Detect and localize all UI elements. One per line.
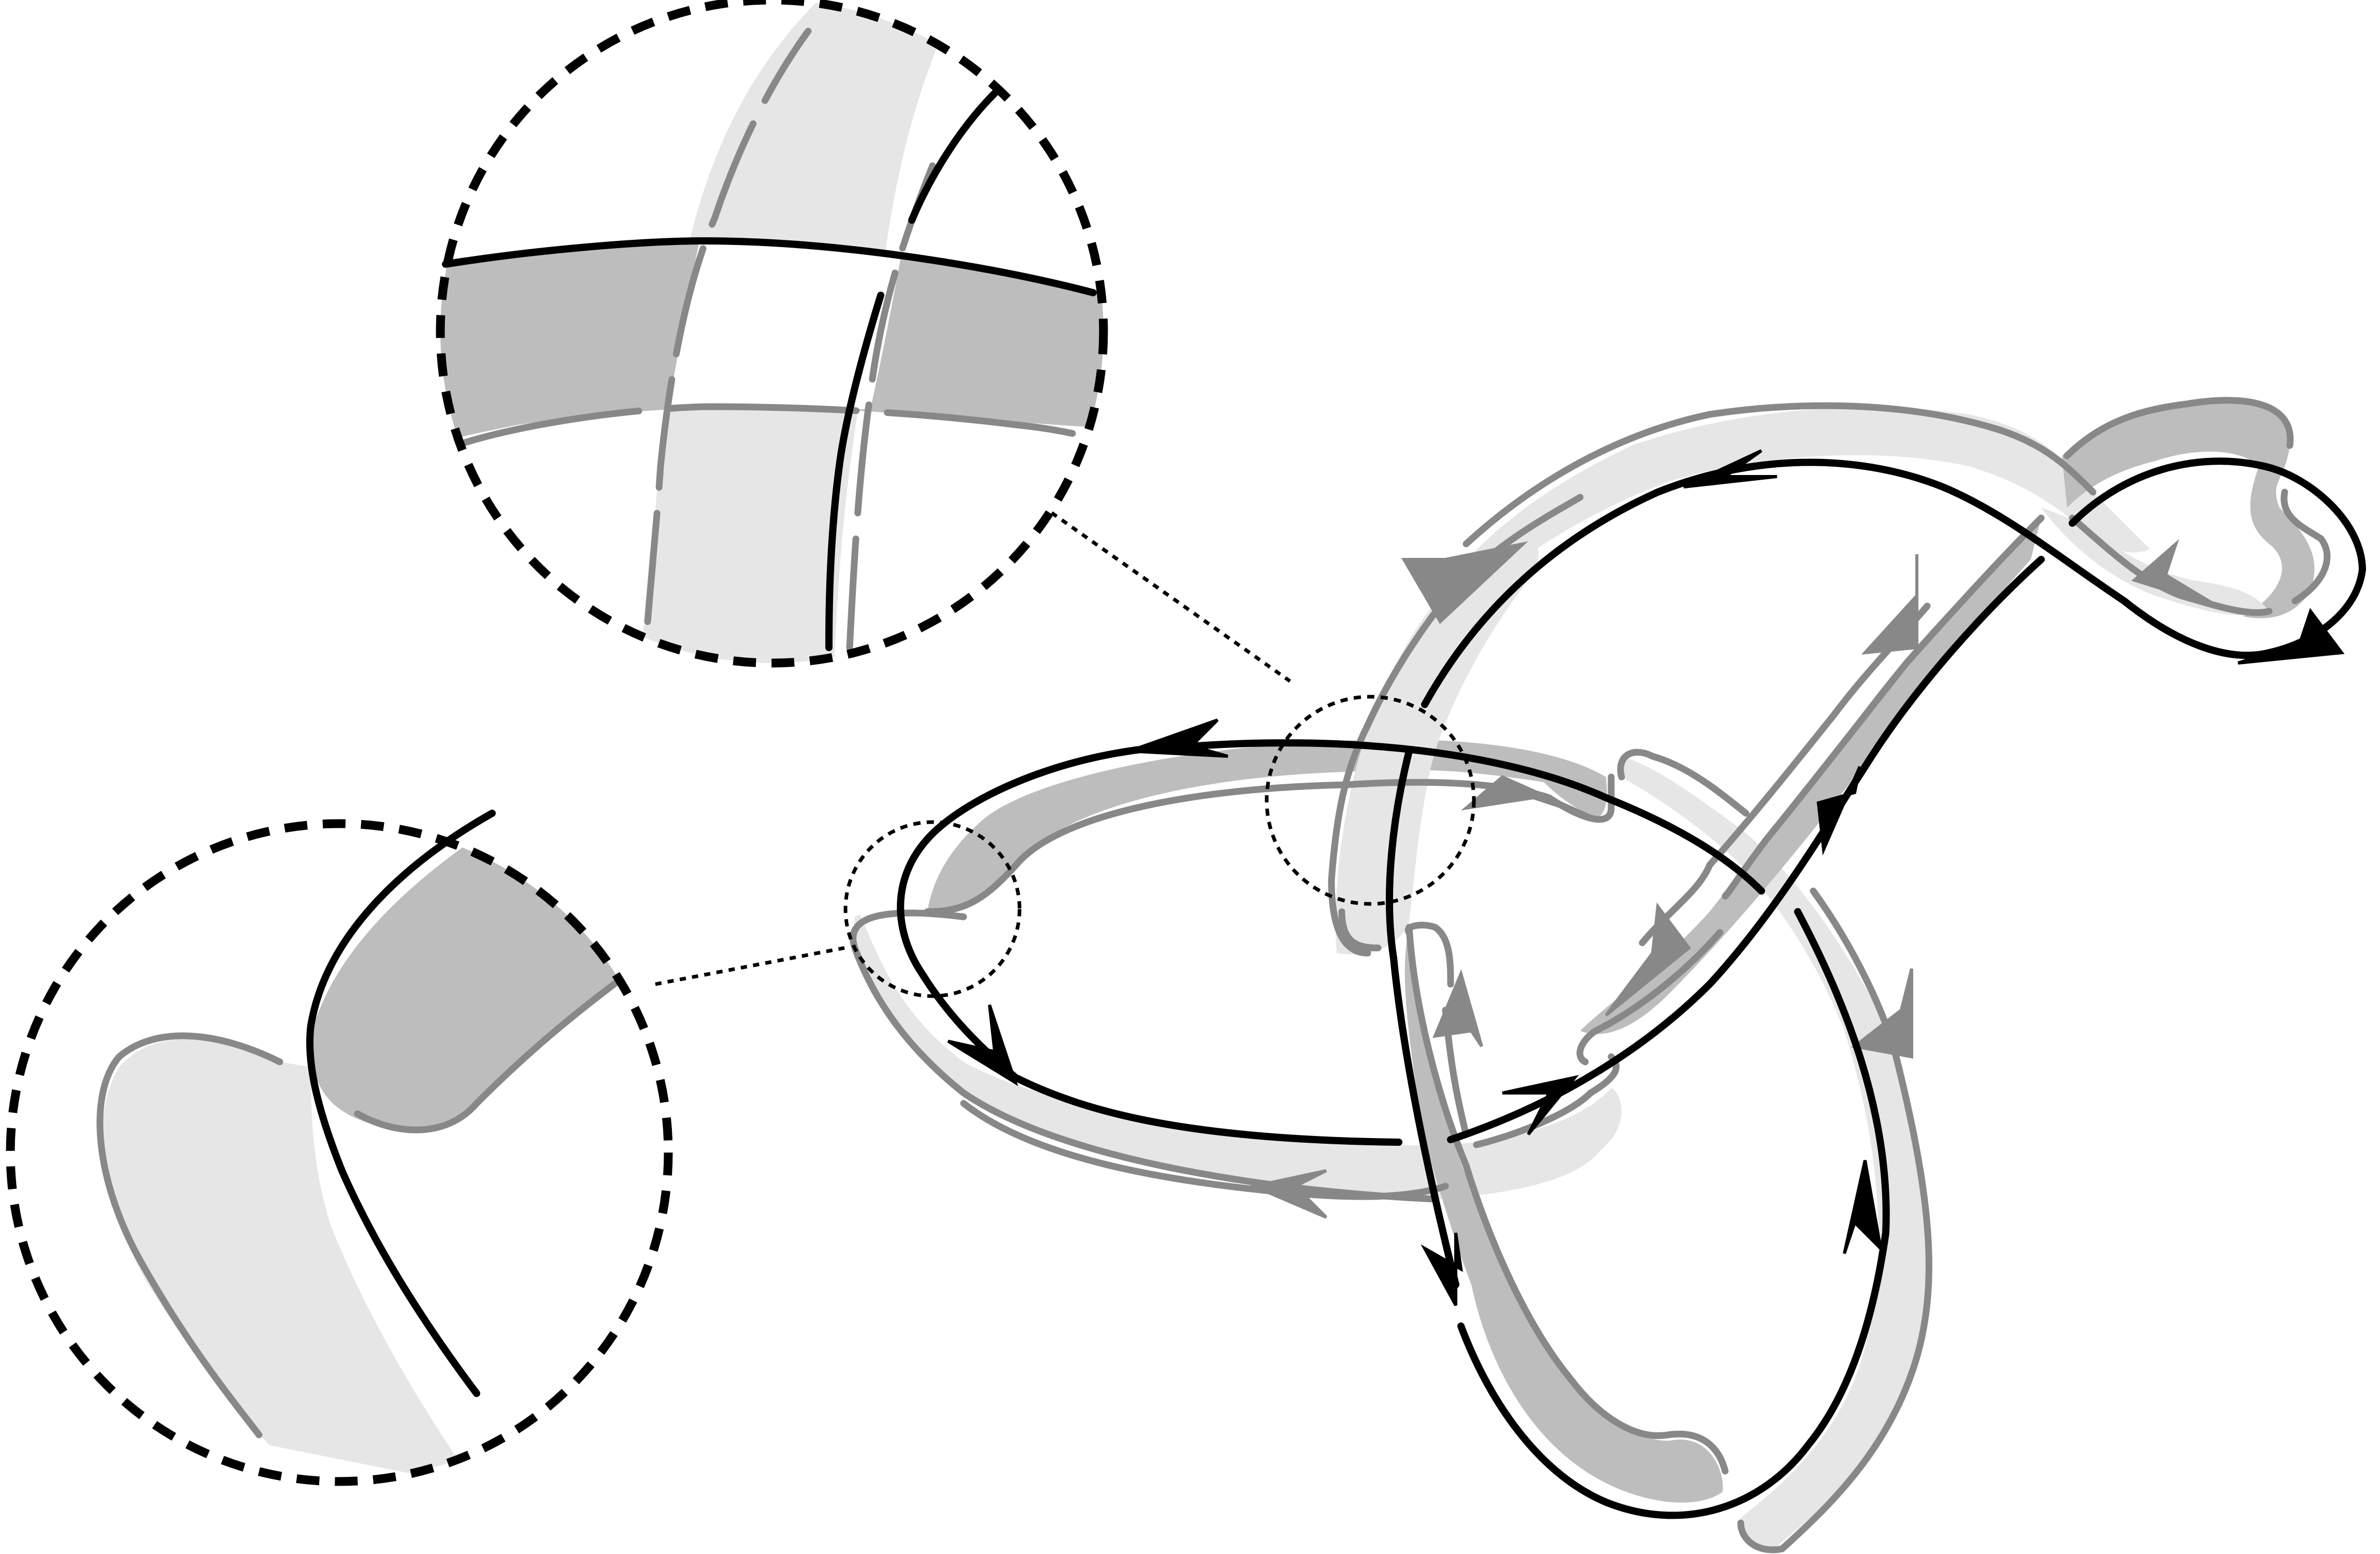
ribbon-band-lower-loop <box>1404 927 1723 1503</box>
strand-ellipse-left <box>897 742 1200 1081</box>
arrow-black-6 <box>1502 1075 1579 1135</box>
crossing-edge-bottom <box>452 403 1103 449</box>
ribbon-edge-9 <box>2281 488 2331 605</box>
twist-band-dark <box>311 824 648 1129</box>
crossing-edge-left <box>644 27 812 625</box>
ribbon-band-top-right-inner <box>2041 508 2269 616</box>
twist-edge-light <box>96 1032 283 1438</box>
twist-edge-dark <box>354 960 646 1133</box>
detail-marker-crossing <box>1265 695 1476 906</box>
arrow-black-1 <box>1129 718 1228 758</box>
ribbon-band-diagonal <box>1580 518 2041 1034</box>
arrow-black-5 <box>947 1004 1019 1086</box>
leader-line-twist <box>655 946 845 986</box>
ribbon-edge-8 <box>2063 397 2294 459</box>
arrow-grey-1 <box>1401 541 1528 624</box>
twist-band-light <box>103 1039 477 1481</box>
arrow-grey-2 <box>1461 775 1597 820</box>
ribbon-edge-6 <box>1328 494 1584 957</box>
ribbon-edge-7 <box>1463 402 2097 548</box>
crossing-edge-right <box>846 162 936 651</box>
zoom-inset-crossing <box>436 0 1108 668</box>
zoom-inset-twist <box>6 810 673 1486</box>
ribbon-edge-1 <box>850 910 1439 1203</box>
ribbon-edge-11 <box>1722 514 2045 900</box>
crossing-strand-vertical-lower <box>825 292 884 651</box>
ribbon-edge-5 <box>1406 924 1729 1475</box>
ribbon-edges <box>850 397 2331 1553</box>
arrow-black-8 <box>1843 1160 1883 1254</box>
ribbon-edge-12 <box>1576 929 1724 1066</box>
ribbon-edge-17 <box>960 1100 1449 1200</box>
detail-marker-twist <box>843 820 1022 998</box>
strand-rise-to-upper-right <box>1447 556 2045 1143</box>
crossing-strand-horizontal <box>442 237 1097 296</box>
ribbon-edge-14 <box>1404 922 1454 988</box>
strand-vertical-center <box>1385 747 1459 1288</box>
strand-ellipse-bottom <box>1012 1074 1402 1146</box>
ribbon-edge-4 <box>1737 887 1932 1553</box>
strand-lower-right-loop <box>1457 908 1890 1519</box>
strand-ellipse-upper <box>1193 739 1765 895</box>
ribbon-edge-3 <box>1617 749 1750 817</box>
leader-line-crossing <box>1050 511 1292 683</box>
zoom-ring-crossing <box>436 0 1108 668</box>
ribbon-band-top-ellipse <box>927 739 1607 912</box>
ribbon-band-upper-arch <box>1430 407 2150 611</box>
ribbon-band-lower-left <box>854 914 1622 1199</box>
strand-upper-arch <box>1421 457 2366 708</box>
ribbon-surface <box>854 399 2315 1548</box>
ribbon-band-top-right-loop <box>2062 399 2315 618</box>
ribbon-edge-13 <box>1338 908 1382 952</box>
arrow-grey-8 <box>1249 1169 1328 1219</box>
arrow-grey-3 <box>1861 554 1918 655</box>
crossing-strand-vertical-upper <box>908 90 998 224</box>
ribbon-edge-16 <box>1473 1053 1619 1148</box>
crossing-overlap <box>668 240 901 409</box>
strand-arrows <box>947 449 2345 1306</box>
twist-strand <box>306 810 496 1397</box>
arrow-grey-5 <box>1604 902 1691 1017</box>
arrow-grey-7 <box>1432 969 1483 1047</box>
arrow-black-2 <box>1683 449 1777 488</box>
ribbon-edge-18 <box>1639 602 1931 946</box>
knot-strand <box>897 457 2366 1519</box>
ribbon-band-center-vertical <box>1336 537 1539 955</box>
arrow-black-7 <box>1421 1232 1463 1306</box>
arrow-black-3 <box>2238 608 2345 665</box>
zoom-ring-twist <box>6 819 673 1486</box>
arrow-black-4 <box>1816 766 1861 856</box>
arrow-grey-4 <box>2131 539 2218 608</box>
